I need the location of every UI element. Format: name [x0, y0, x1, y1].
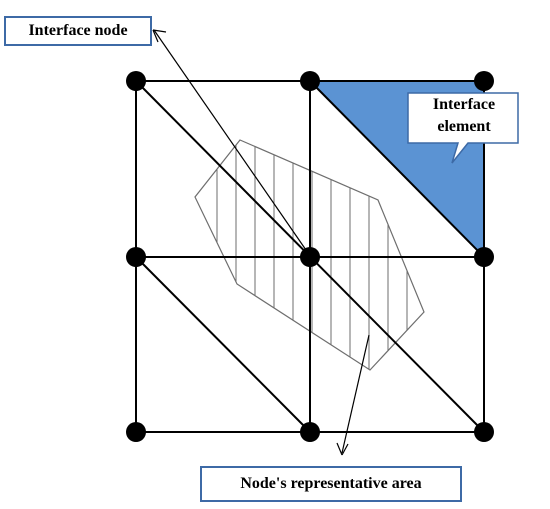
node [126, 71, 146, 91]
node [474, 247, 494, 267]
node [474, 71, 494, 91]
node [300, 71, 320, 91]
node [126, 422, 146, 442]
interface-node-arrow [152, 29, 307, 251]
interface-node-label: Interface node [4, 16, 152, 46]
representative-area-label: Node's representative area [200, 466, 462, 502]
representative-area-outline [194, 139, 425, 371]
node [474, 422, 494, 442]
interface-element-callout [407, 92, 519, 164]
node [300, 422, 320, 442]
representative-area-arrow [336, 334, 370, 456]
interface-element-label-line1: Interface [432, 96, 496, 113]
mesh-lines [135, 80, 485, 433]
interface-node [300, 247, 320, 267]
mesh-nodes [126, 71, 494, 442]
interface-element-label-line2: element [437, 118, 491, 135]
interface-element-label: Interface element [410, 94, 518, 146]
node [126, 247, 146, 267]
